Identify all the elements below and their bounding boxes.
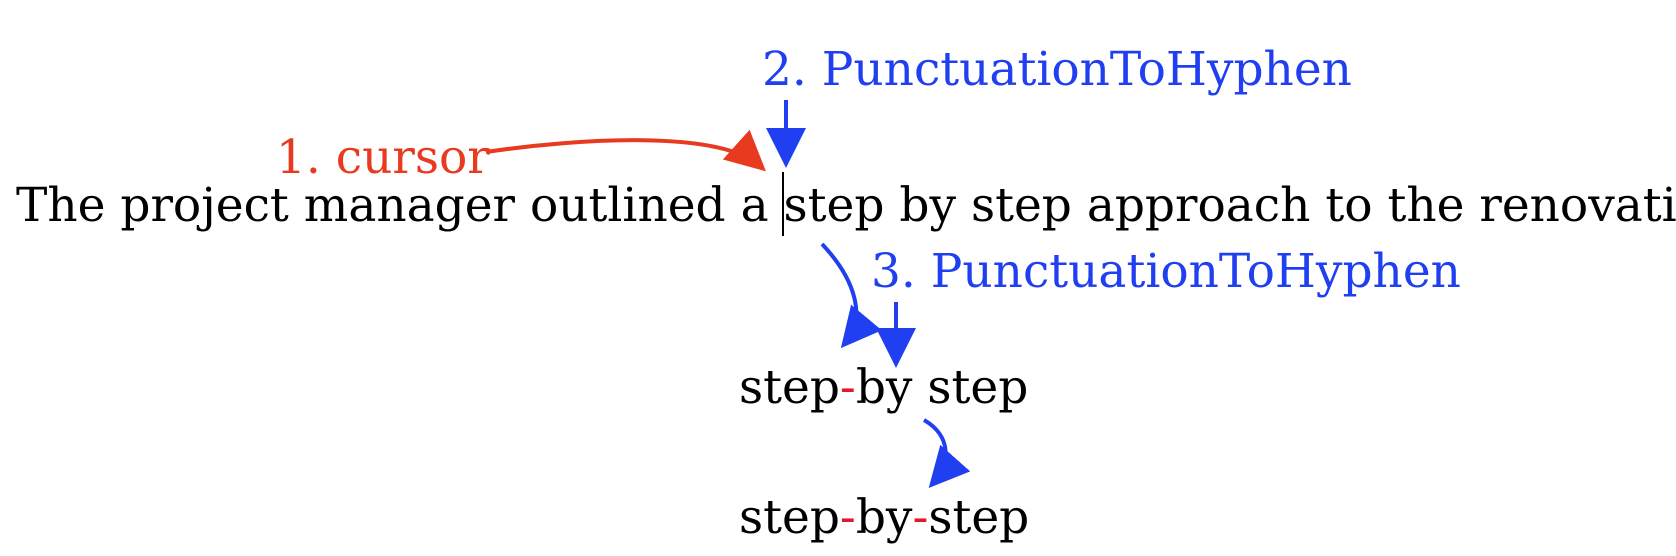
cursor-label: 1. cursor [276,130,490,185]
original-sentence: The project manager outlined a step by s… [16,182,1676,229]
result1-part-b: by step [855,360,1029,415]
step2-label: 2. PunctuationToHyphen [762,42,1352,97]
result2-part-b: by [855,490,913,545]
result1-to-result2-arrow-icon [922,418,971,488]
result1-part-a: step [739,360,840,415]
sentence-to-result1-arrow-icon [820,242,882,349]
final-result: step-by-step [739,494,1029,541]
result2-part-a: step [739,490,840,545]
result2-hyphen-a: - [839,490,856,545]
sentence-after-cursor: ep by step approach to the renovation. [826,178,1676,233]
result1-hyphen-a: - [839,360,856,415]
cursor-arrow-icon [485,129,766,172]
result2-hyphen-b: - [912,490,929,545]
sentence-before-cursor: The project manager outlined a st [16,178,827,233]
step3-label: 3. PunctuationToHyphen [871,244,1461,299]
result2-part-c: step [928,490,1030,545]
intermediate-result: step-by step [739,364,1028,411]
